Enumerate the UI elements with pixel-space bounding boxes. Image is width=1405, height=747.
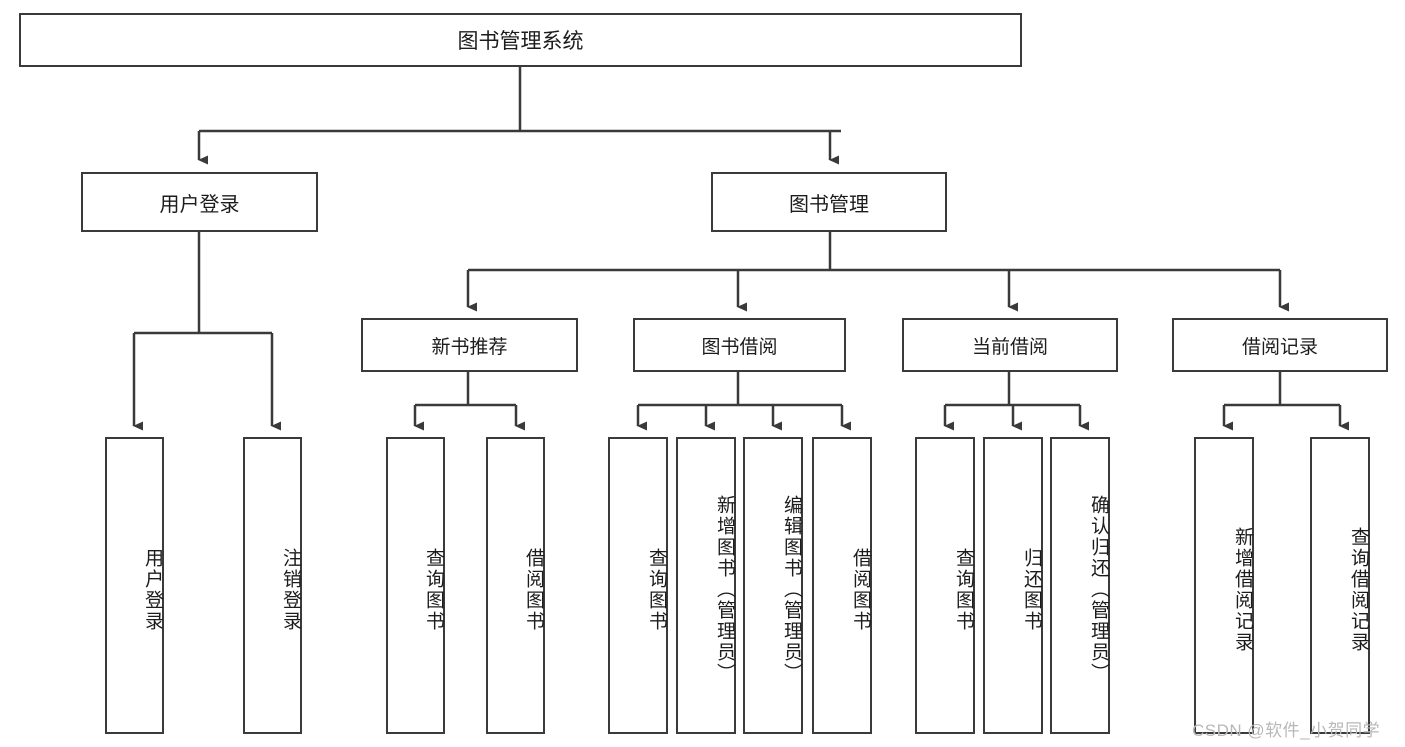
leaf-add-book-label: 新增图书（管理员）	[714, 495, 735, 684]
leaf-user-logout-label: 注销登录	[280, 547, 301, 632]
leaf-edit-book[interactable]: 编辑图书（管理员）	[743, 437, 803, 734]
leaf-query-book-borrow-label: 查询图书	[646, 547, 667, 632]
leaf-query-book-recommend[interactable]: 查询图书	[386, 437, 445, 734]
leaf-query-book-current[interactable]: 查询图书	[915, 437, 975, 734]
leaf-return-book-label: 归还图书	[1021, 547, 1042, 632]
leaf-user-login[interactable]: 用户登录	[105, 437, 164, 734]
node-borrow-record[interactable]: 借阅记录	[1172, 318, 1388, 372]
node-book-borrow[interactable]: 图书借阅	[633, 318, 846, 372]
node-borrow-record-label: 借阅记录	[1241, 336, 1318, 358]
leaf-query-book-borrow[interactable]: 查询图书	[608, 437, 668, 734]
leaf-confirm-return[interactable]: 确认归还（管理员）	[1050, 437, 1110, 734]
node-root[interactable]: 图书管理系统	[19, 13, 1022, 67]
node-root-label: 图书管理系统	[457, 30, 584, 53]
leaf-query-book-recommend-label: 查询图书	[423, 547, 444, 632]
watermark-text: CSDN @软件_小贺同学	[1192, 721, 1381, 740]
leaf-add-book[interactable]: 新增图书（管理员）	[676, 437, 736, 734]
leaf-borrow-book-recommend[interactable]: 借阅图书	[486, 437, 545, 734]
leaf-query-book-current-label: 查询图书	[953, 547, 974, 632]
node-current-borrow-label: 当前借阅	[971, 336, 1048, 358]
node-book-manage[interactable]: 图书管理	[711, 172, 947, 232]
node-new-book-recommend-label: 新书推荐	[431, 336, 508, 358]
leaf-user-login-label: 用户登录	[142, 547, 163, 632]
leaf-return-book[interactable]: 归还图书	[983, 437, 1043, 734]
leaf-edit-book-label: 编辑图书（管理员）	[781, 495, 802, 684]
node-current-borrow[interactable]: 当前借阅	[902, 318, 1118, 372]
leaf-borrow-book[interactable]: 借阅图书	[812, 437, 872, 734]
leaf-user-logout[interactable]: 注销登录	[243, 437, 302, 734]
node-book-borrow-label: 图书借阅	[701, 336, 778, 358]
node-new-book-recommend[interactable]: 新书推荐	[361, 318, 578, 372]
leaf-borrow-book-recommend-label: 借阅图书	[523, 547, 544, 632]
leaf-query-borrow-record[interactable]: 查询借阅记录	[1310, 437, 1370, 734]
leaf-query-borrow-record-label: 查询借阅记录	[1348, 526, 1369, 653]
leaf-confirm-return-label: 确认归还（管理员）	[1088, 495, 1109, 684]
leaf-borrow-book-label: 借阅图书	[850, 547, 871, 632]
node-user-login-label: 用户登录	[159, 193, 240, 216]
leaf-add-borrow-record-label: 新增借阅记录	[1232, 526, 1253, 653]
leaf-add-borrow-record[interactable]: 新增借阅记录	[1194, 437, 1254, 734]
node-book-manage-label: 图书管理	[789, 193, 869, 216]
node-user-login[interactable]: 用户登录	[81, 172, 318, 232]
